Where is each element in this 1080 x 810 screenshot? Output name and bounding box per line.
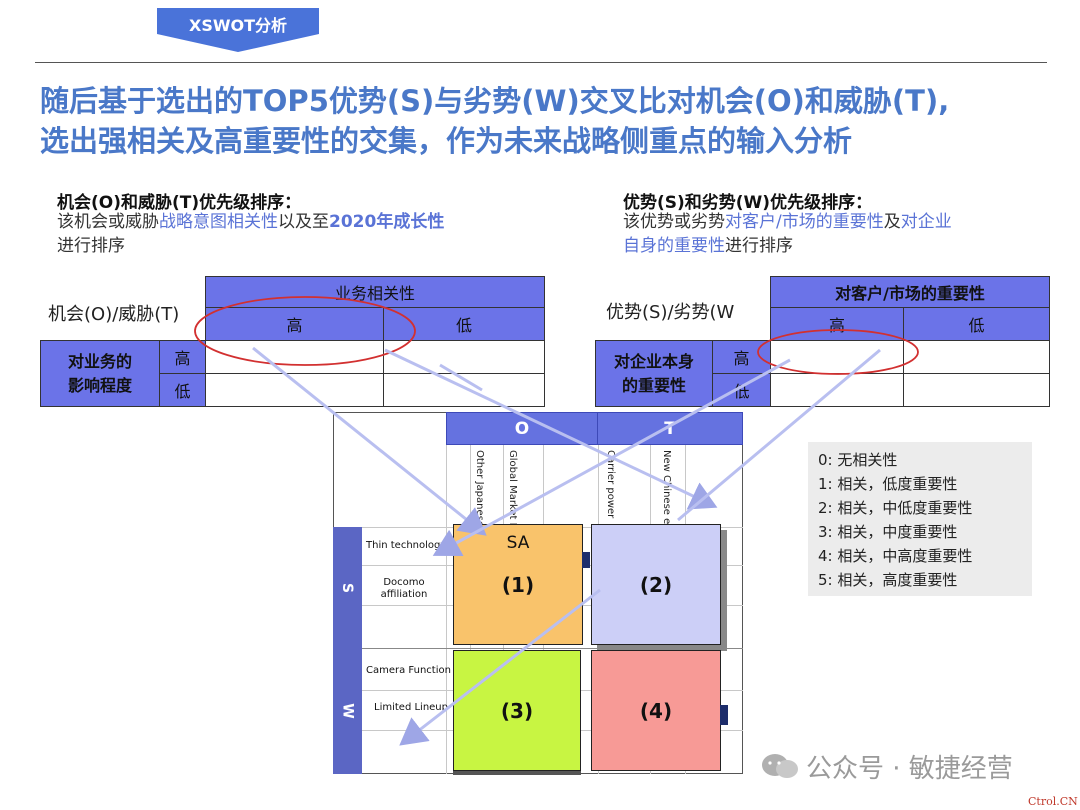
arrow-ot-to-q1: [252, 346, 487, 536]
sw-cell: [770, 340, 904, 374]
matrix-col-label: New Chinese entrants: [661, 450, 672, 561]
legend-item: 3: 相关，中度重要性: [818, 523, 958, 541]
legend-item: 2: 相关，中低度重要性: [818, 499, 973, 517]
sw-desc-part: 进行排序: [725, 236, 793, 256]
ot-row-group-line: 对业务的: [67, 351, 132, 371]
arrow-sw-to-s-row: [432, 358, 791, 557]
sw-section-desc: 该优势或劣势对客户/市场的重要性及对企业: [623, 210, 952, 234]
ot-desc-highlight: 2020年成长性: [329, 212, 445, 232]
matrix-gridline: [333, 648, 743, 649]
corner-mark: Ctrol.CN: [1028, 795, 1078, 808]
sw-cell: [903, 340, 1050, 374]
sw-desc-highlight: 对企业: [900, 212, 952, 232]
watermark-text: 公众号 · 敏捷经营: [806, 754, 1013, 784]
ot-section-desc-2: 进行排序: [57, 236, 125, 256]
legend-item: 1: 相关，低度重要性: [818, 475, 958, 493]
ot-cell: [205, 373, 384, 407]
quadrant-4: (4): [591, 650, 721, 771]
sw-row-low: 低: [712, 373, 771, 407]
legend-box: 0: 无相关性 1: 相关，低度重要性 2: 相关，中低度重要性 3: 相关，中…: [808, 442, 1032, 596]
ot-col-high: 高: [205, 307, 384, 341]
legend-item: 4: 相关，中高度重要性: [818, 547, 973, 565]
quadrant-1-tag: SA: [506, 533, 530, 553]
ot-section-title: 机会(O)和威胁(T)优先级排序：: [57, 193, 302, 213]
headline-line-2: 选出强相关及高重要性的交集，作为未来战略侧重点的输入分析: [40, 124, 853, 158]
ot-desc-part: 以及至: [278, 212, 329, 232]
tab-label: XSWOT分析: [188, 16, 288, 35]
ot-row-high: 高: [159, 340, 206, 374]
tab-shape: [157, 8, 319, 52]
quadrant-1-label: (1): [501, 572, 535, 597]
matrix-row-label: Camera Function: [366, 665, 451, 676]
sw-desc-highlight: 自身的重要性: [623, 236, 725, 256]
header-divider: [35, 62, 1047, 63]
ot-section-desc: 该机会或威胁战略意图相关性以及至2020年成长性: [57, 210, 444, 234]
ot-desc-highlight: 战略意图相关性: [159, 212, 278, 232]
sw-section-desc-2: 自身的重要性进行排序: [623, 234, 793, 258]
arrow-q2-to-w-row: [399, 588, 601, 746]
legend-item: 0: 无相关性: [818, 451, 898, 469]
ot-row-group-line: 影响程度: [67, 375, 132, 395]
matrix-row-w: W: [333, 648, 362, 774]
ot-row-group: 对业务的 影响程度: [40, 340, 160, 407]
matrix-col-label: Global Market Penetration: [507, 450, 518, 581]
sw-desc-part: 该优势或劣势: [623, 212, 725, 232]
matrix-gridline: [446, 412, 447, 774]
ot-col-low: 低: [383, 307, 545, 341]
matrix-row-label: Docomo affiliation: [380, 577, 428, 600]
arrow-sw-to-q2: [677, 348, 881, 522]
arrow-segment: [439, 363, 483, 392]
matrix-col-label: Carrier power: [605, 450, 616, 519]
arrow-ot-to-q2: [384, 348, 718, 510]
legend-item: 5: 相关，高度重要性: [818, 571, 958, 589]
sw-row-group-line: 的重要性: [621, 375, 686, 395]
sw-row-group-line: 对企业本身: [613, 351, 694, 371]
matrix-row-label: Thin technology: [366, 540, 447, 551]
headline-line-1: 随后基于选出的TOP5优势(S)与劣势(W)交叉比对机会(O)和威胁(T),: [40, 84, 950, 118]
sw-cell: [903, 373, 1050, 407]
ot-desc-part: 该机会或威胁: [57, 212, 159, 232]
matrix-col-t: T: [597, 412, 743, 445]
matrix-marker: [720, 705, 728, 725]
ot-col-group: 业务相关性: [205, 276, 545, 308]
sw-row-group: 对企业本身 的重要性: [595, 340, 713, 407]
wechat-icon: [762, 754, 798, 778]
sw-desc-part: 及: [883, 212, 901, 232]
quadrant-2: (2): [591, 524, 721, 645]
matrix-marker: [582, 552, 590, 568]
highlight-ellipse-sw: [757, 329, 919, 375]
quadrant-3: (3): [453, 650, 581, 771]
sw-col-low: 低: [903, 307, 1050, 341]
sw-section-title: 优势(S)和劣势(W)优先级排序：: [623, 193, 873, 213]
highlight-ellipse-ot: [194, 296, 416, 366]
sw-table-row-title: 优势(S)/劣势(W: [606, 302, 735, 323]
section-tab: XSWOT分析: [157, 8, 319, 52]
quadrant-1: SA (1): [453, 524, 583, 645]
ot-table-row-title: 机会(O)/威胁(T): [48, 304, 180, 325]
ot-cell: [383, 340, 545, 374]
matrix-row-label: Limited Lineup: [374, 702, 448, 713]
sw-col-high: 高: [770, 307, 904, 341]
sw-desc-highlight: 对客户/市场的重要性: [725, 212, 884, 232]
matrix-row-s: S: [333, 527, 362, 648]
